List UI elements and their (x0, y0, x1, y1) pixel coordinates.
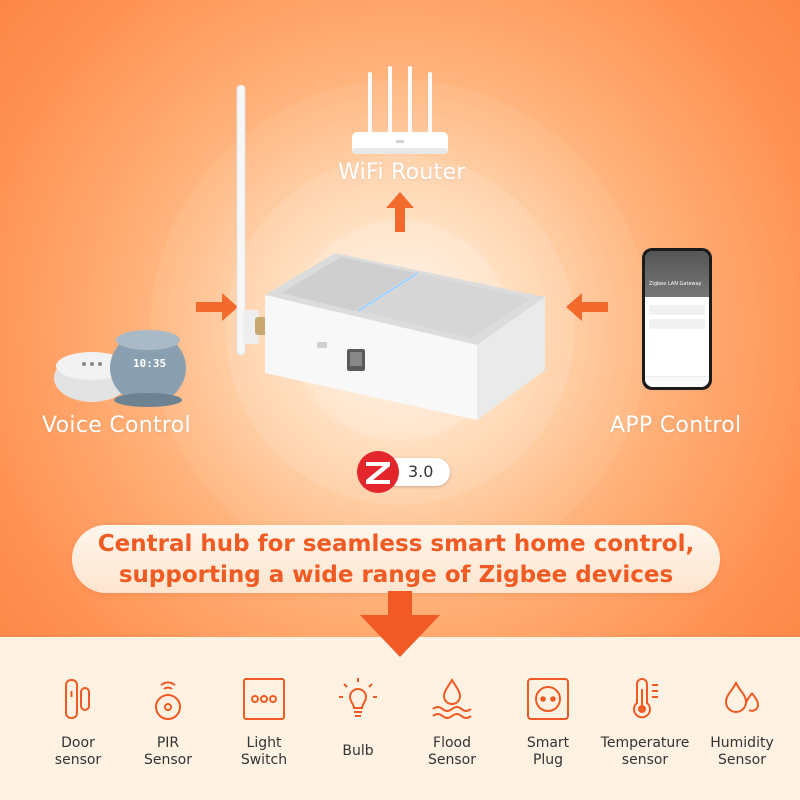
device-label-line1: Smart (526, 735, 570, 751)
device-label-line1: Temperature (600, 735, 690, 751)
phone-list-row (649, 305, 705, 315)
smart-speaker-icon (54, 330, 186, 407)
phone-header-image (645, 251, 709, 297)
banner-line-1: Central hub for seamless smart home cont… (97, 531, 695, 557)
device-label-line2: sensor (54, 752, 102, 768)
zigbee-badge: 3.0 (354, 450, 454, 494)
zigbee-gateway-hub (236, 85, 545, 420)
device-label-line2: Plug (532, 752, 564, 768)
zigbee-logo-icon (357, 451, 399, 493)
zigbee-version-text: 3.0 (408, 462, 434, 481)
arrow-up-icon (386, 192, 414, 232)
phone-app-title: Zigbee LAN Gateway (649, 281, 702, 287)
phone-action-bar (645, 376, 709, 387)
device-label-line1: Humidity (710, 735, 774, 751)
device-label-line2: Sensor (718, 752, 766, 768)
bulb-icon (339, 678, 377, 717)
wifi-router-label: WiFi Router (338, 160, 466, 185)
device-label-line1: Door (61, 735, 95, 751)
phone-screen: Zigbee LAN Gateway (645, 251, 709, 387)
app-control-label: APP Control (610, 413, 742, 438)
door-sensor-icon (65, 679, 90, 719)
temperature-sensor-icon (633, 678, 658, 719)
device-label-line1: Light (246, 735, 282, 751)
flood-sensor-icon (432, 677, 472, 719)
arrow-left-icon (566, 293, 608, 321)
phone-list-row (649, 319, 705, 329)
light-switch-icon (243, 678, 285, 720)
arrow-down-icon (360, 591, 440, 657)
pir-sensor-icon (155, 681, 181, 720)
device-bulb: Bulb (308, 677, 408, 760)
humidity-sensor-icon (724, 680, 760, 713)
echo-clock-display: 10:35 (133, 357, 167, 370)
wifi-router-icon (352, 66, 448, 154)
banner-line-2: supporting a wide range of Zigbee device… (118, 562, 674, 588)
device-label-line2: Switch (240, 752, 288, 768)
device-label-line2: Sensor (144, 752, 192, 768)
arrow-right-icon (196, 293, 238, 321)
device-label-line1: PIR (156, 735, 180, 751)
smartphone: Zigbee LAN Gateway (642, 248, 712, 390)
device-label-line1: Bulb (342, 743, 374, 759)
hub-description-banner: Central hub for seamless smart home cont… (72, 525, 720, 593)
smart-plug-icon (527, 678, 569, 720)
device-label-line2: sensor (621, 752, 669, 768)
device-label-line1: Flood (433, 735, 471, 751)
device-label-line2: Sensor (428, 752, 476, 768)
voice-control-label: Voice Control (42, 413, 191, 438)
